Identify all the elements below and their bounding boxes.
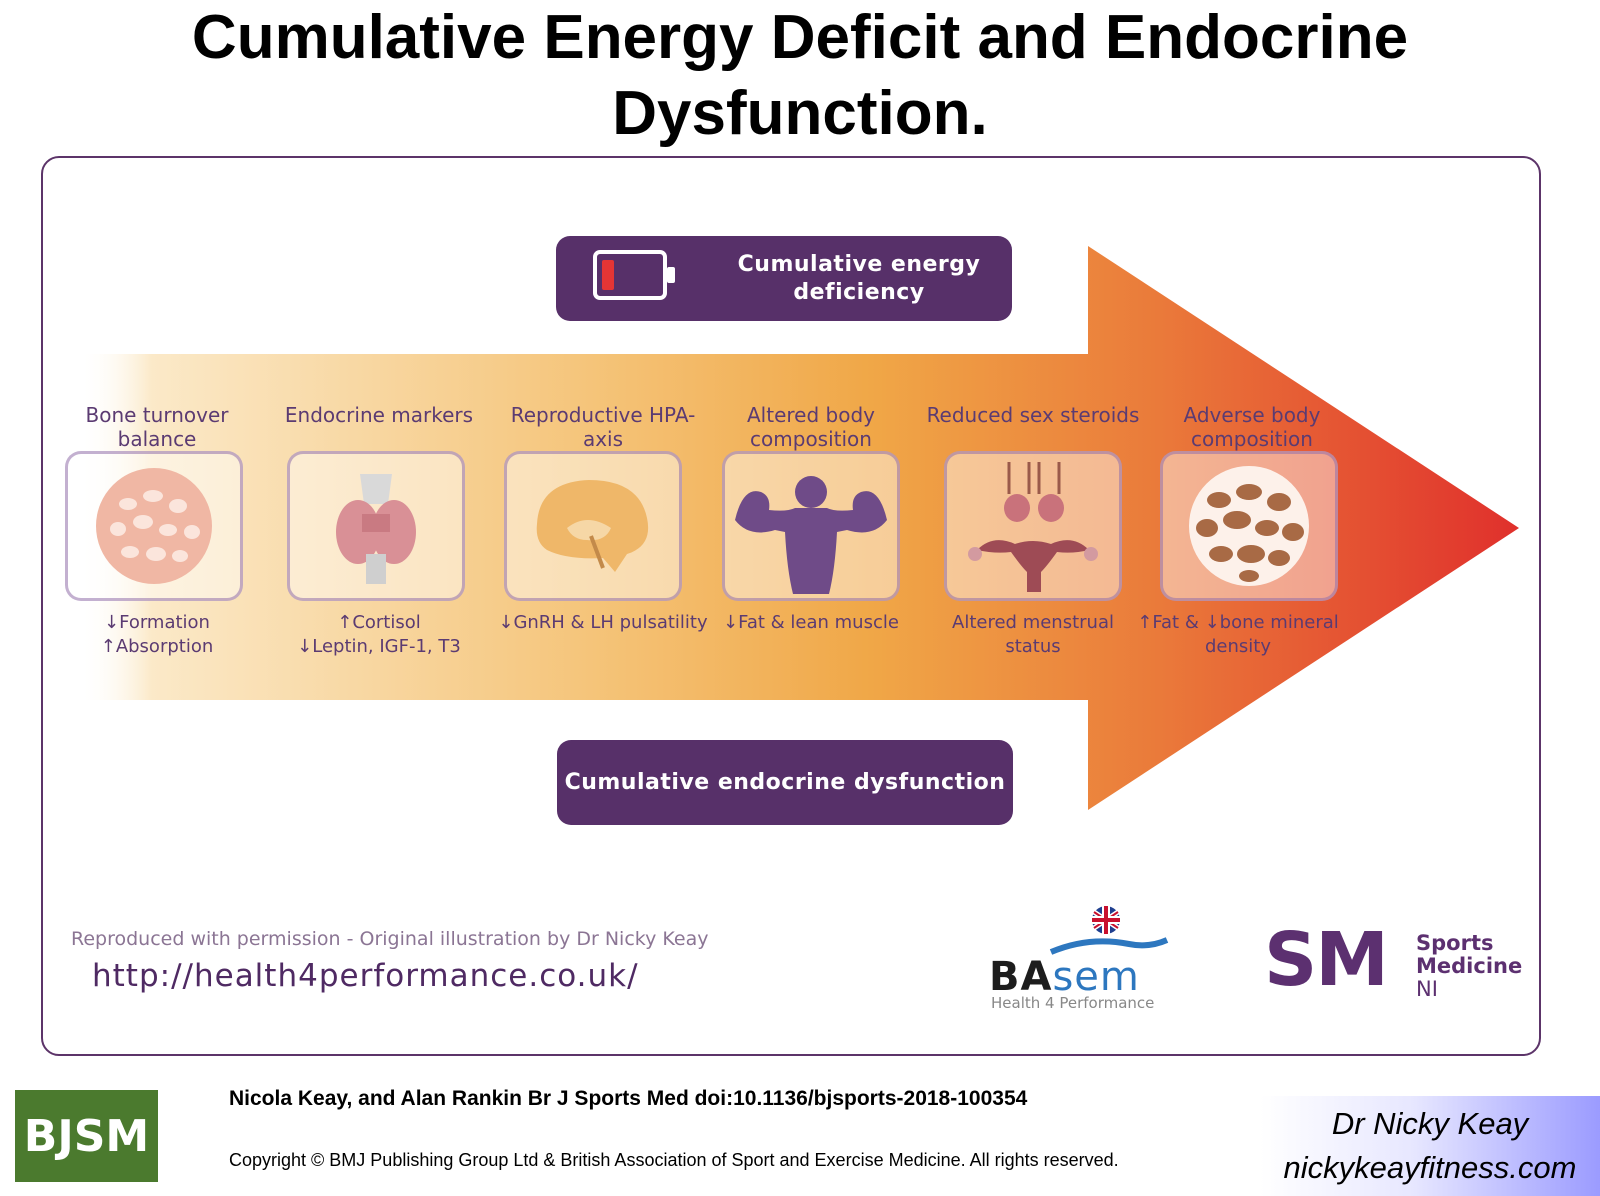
basem-logo: BAsem Health 4 Performance	[989, 904, 1189, 1014]
porous-bone-icon	[1189, 466, 1309, 586]
effect-line: ↓Fat & lean muscle	[723, 612, 899, 633]
author-website[interactable]: nickykeayfitness.com	[1283, 1150, 1577, 1185]
bjsm-logo: BJSM	[15, 1090, 158, 1182]
smni-letters: SM	[1264, 917, 1389, 1003]
website-link[interactable]: http://health4performance.co.uk/	[92, 958, 639, 994]
stage-heading: Adverse body composition	[1183, 403, 1321, 451]
brain-icon	[536, 480, 649, 572]
reproductive-organs-illustration	[944, 451, 1122, 601]
stage-heading: Reproductive HPA-axis	[510, 403, 696, 451]
wave-icon	[1049, 937, 1169, 955]
basem-wordmark: BAsem	[989, 954, 1140, 1000]
effect-line: ↓Formation	[104, 612, 210, 633]
low-battery-icon	[593, 250, 675, 300]
stage-heading: Bone turnover balance	[85, 403, 229, 451]
stage-effects: ↑Cortisol ↓Leptin, IGF-1, T3	[269, 611, 489, 659]
effect-line: ↓GnRH & LH pulsatility	[498, 612, 708, 633]
thyroid-illustration	[287, 451, 465, 601]
bone-tissue-icon	[96, 468, 212, 584]
effect-line: ↑Fat & ↓bone mineral	[1137, 612, 1339, 633]
cumulative-energy-deficiency-banner: Cumulative energy deficiency	[556, 236, 1012, 321]
citation: Nicola Keay, and Alan Rankin Br J Sports…	[229, 1087, 1028, 1110]
thyroid-icon	[336, 474, 416, 584]
stage-effects: Altered menstrual status	[923, 611, 1143, 659]
effect-line: status	[1005, 636, 1061, 657]
stage-effects: ↑Fat & ↓bone mineral density	[1128, 611, 1348, 659]
illustration-credit: Reproduced with permission - Original il…	[71, 928, 709, 950]
effect-line: ↑Cortisol	[337, 612, 421, 633]
effect-line: ↑Absorption	[100, 636, 214, 657]
brain-illustration	[504, 451, 682, 601]
basem-tagline: Health 4 Performance	[991, 994, 1155, 1012]
reproductive-organs-icon	[968, 462, 1098, 592]
stage-effects: ↓GnRH & LH pulsatility	[493, 611, 713, 635]
stage-effects: ↓Fat & lean muscle	[701, 611, 921, 635]
union-jack-icon	[1092, 906, 1120, 934]
smni-line: NI	[1416, 977, 1438, 1001]
effect-line: ↓Leptin, IGF-1, T3	[297, 636, 461, 657]
stage-effects: ↓Formation ↑Absorption	[47, 611, 267, 659]
cumulative-endocrine-dysfunction-banner: Cumulative endocrine dysfunction	[557, 740, 1013, 825]
bone-tissue-illustration	[65, 451, 243, 601]
flexing-figure-icon	[735, 476, 887, 594]
basem-ba: BA	[989, 954, 1053, 1000]
sports-medicine-ni-logo: SM Sports Medicine NI	[1264, 920, 1534, 1010]
basem-sem: sem	[1052, 954, 1140, 1000]
stage-heading: Reduced sex steroids	[926, 403, 1140, 427]
page-title: Cumulative Energy Deficit and Endocrine …	[191, 3, 1409, 148]
smni-line: Medicine	[1416, 954, 1523, 978]
author-name: Dr Nicky Keay	[1331, 1106, 1529, 1141]
osteoporotic-bone-illustration	[1160, 451, 1338, 601]
muscle-illustration	[722, 451, 900, 601]
copyright: Copyright © BMJ Publishing Group Ltd & B…	[229, 1150, 1119, 1170]
author-badge: Dr Nicky Keay nickykeayfitness.com	[1260, 1096, 1600, 1196]
smni-line: Sports	[1416, 931, 1494, 955]
stage-heading: Altered body composition	[747, 403, 875, 451]
top-pill-label: Cumulative energy deficiency	[737, 251, 981, 305]
effect-line: density	[1205, 636, 1271, 657]
stage-heading: Endocrine markers	[284, 403, 474, 427]
smni-text: Sports Medicine NI	[1416, 932, 1522, 1001]
effect-line: Altered menstrual	[952, 612, 1114, 633]
